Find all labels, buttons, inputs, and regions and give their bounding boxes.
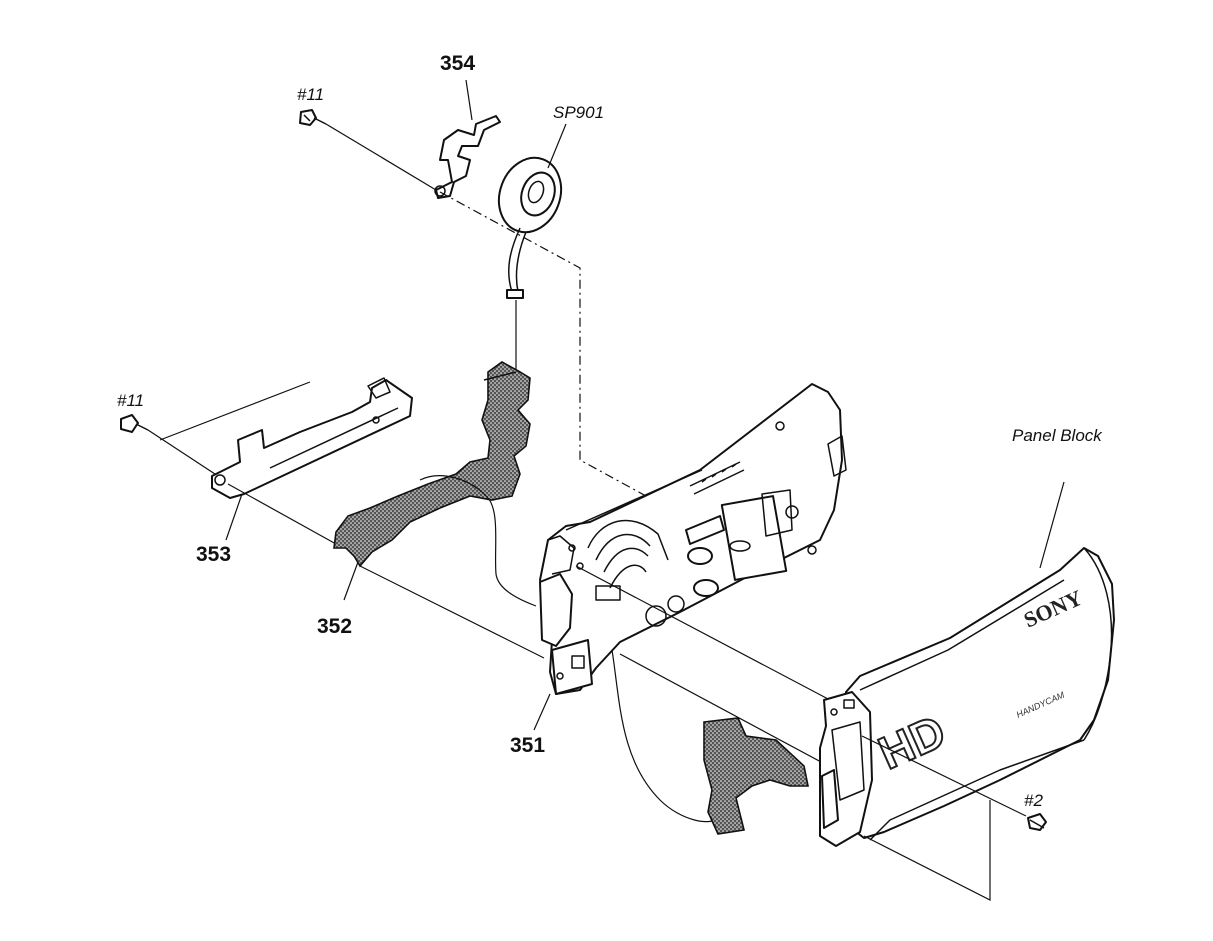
label-screw-2: #2 — [1024, 791, 1043, 810]
part-354-bracket — [434, 115, 501, 199]
part-353-guide — [227, 483, 337, 545]
part-352-cable-route — [419, 475, 537, 607]
part-353-leader — [225, 493, 243, 541]
panel-guide-right — [861, 735, 1027, 817]
part-352-guide — [359, 565, 545, 659]
part-353-bracket — [211, 377, 413, 499]
label-352: 352 — [317, 615, 352, 638]
bracket-353-guide — [159, 381, 311, 441]
screw-2 — [1027, 813, 1047, 831]
label-screw-11-top: #11 — [297, 85, 324, 104]
screw-11-left-leader — [147, 429, 219, 477]
part-354-leader — [465, 79, 473, 121]
panel-block-leader — [1039, 481, 1065, 569]
part-352-leader — [343, 561, 359, 601]
panel-bottom-bracket-guide — [863, 800, 991, 901]
screw-11-left — [120, 414, 149, 433]
panel-flex-cable — [703, 717, 809, 835]
screw-11-top — [299, 109, 327, 126]
panel-block: SONY HANDYCAM HD — [819, 547, 1115, 847]
label-screw-11-left: #11 — [117, 391, 144, 410]
alignment-354 — [439, 191, 691, 521]
speaker-sp901 — [497, 156, 563, 299]
label-354: 354 — [440, 52, 475, 75]
speaker-leader — [547, 123, 567, 169]
label-351: 351 — [510, 734, 545, 757]
frame-cable-route — [611, 649, 721, 823]
main-frame — [539, 383, 847, 695]
frame-to-panel-guide-upper — [575, 565, 831, 701]
part-351-leader — [533, 693, 551, 731]
screw-11-top-leader — [325, 123, 437, 191]
label-panel-block: Panel Block — [1012, 426, 1103, 445]
frame-to-panel-guide-lower — [619, 653, 837, 771]
part-352-flex-pcb — [333, 361, 531, 568]
label-353: 353 — [196, 543, 231, 566]
label-sp901: SP901 — [553, 103, 604, 122]
